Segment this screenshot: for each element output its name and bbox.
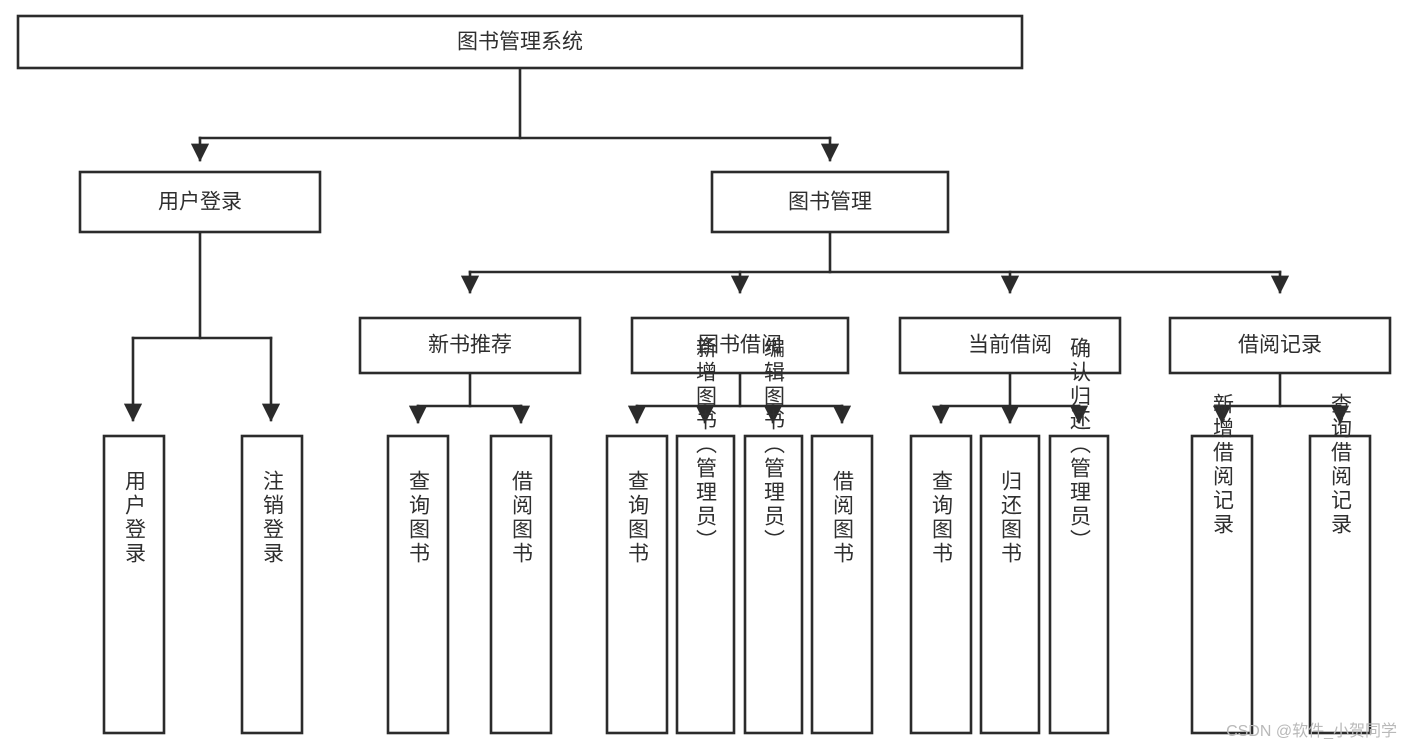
node-leaf-query-record[interactable]: 查询借阅记录: [1308, 393, 1372, 735]
node-user-login-label: 用户登录: [158, 191, 242, 214]
node-user-login-box[interactable]: [78, 170, 322, 234]
edge-bookmgmt-to-level3: [460, 230, 1290, 294]
node-leaf-query-book-3-box[interactable]: [909, 434, 973, 735]
edge-newbook-to-leaves: [408, 371, 531, 424]
node-book-management-box[interactable]: [710, 170, 950, 234]
node-leaf-edit-book[interactable]: 编辑图书（管理员）: [743, 337, 804, 735]
node-leaf-borrow-book-1[interactable]: 借阅图书: [489, 434, 553, 735]
node-leaf-query-book-2-label: 查询图书: [626, 470, 650, 566]
node-user-login[interactable]: 用户登录: [78, 170, 322, 234]
node-book-management[interactable]: 图书管理: [710, 170, 950, 234]
node-leaf-confirm-return-label: 确认归还（管理员）: [1068, 337, 1092, 553]
node-borrow-record-label: 借阅记录: [1238, 334, 1322, 357]
node-root[interactable]: 图书管理系统: [16, 14, 1024, 70]
node-leaf-query-record-label: 查询借阅记录: [1329, 393, 1353, 537]
node-leaf-query-book-3-label: 查询图书: [930, 470, 954, 566]
node-borrow-record-box[interactable]: [1168, 316, 1392, 375]
node-leaf-borrow-book-2-label: 借阅图书: [831, 470, 855, 566]
node-leaf-return-book[interactable]: 归还图书: [979, 434, 1041, 735]
edge-bookborrow-to-leaves: [627, 371, 852, 424]
node-leaf-add-record-box[interactable]: [1190, 434, 1254, 735]
node-new-book-recommend-label: 新书推荐: [428, 334, 512, 357]
node-leaf-return-book-box[interactable]: [979, 434, 1041, 735]
node-leaf-query-book-1-box[interactable]: [386, 434, 450, 735]
node-leaf-query-book-2-box[interactable]: [605, 434, 669, 735]
node-leaf-borrow-book-1-label: 借阅图书: [510, 470, 534, 566]
node-leaf-confirm-return-box[interactable]: [1048, 434, 1110, 735]
node-current-borrow[interactable]: 当前借阅: [898, 316, 1122, 375]
node-leaf-add-book[interactable]: 新增图书（管理员）: [675, 337, 736, 735]
node-root-box[interactable]: [16, 14, 1024, 70]
node-leaf-add-record[interactable]: 新增借阅记录: [1190, 393, 1254, 735]
node-leaf-borrow-book-2[interactable]: 借阅图书: [810, 434, 874, 735]
node-new-book-recommend-box[interactable]: [358, 316, 582, 375]
node-leaf-borrow-book-2-box[interactable]: [810, 434, 874, 735]
node-current-borrow-box[interactable]: [898, 316, 1122, 375]
node-book-borrow-label: 图书借阅: [698, 334, 782, 357]
node-leaf-add-book-label: 新增图书（管理员）: [694, 337, 718, 553]
node-new-book-recommend[interactable]: 新书推荐: [358, 316, 582, 375]
watermark-label: CSDN @软件_小贺同学: [1226, 723, 1397, 740]
node-leaf-add-book-box[interactable]: [675, 434, 736, 735]
node-book-borrow-box[interactable]: [630, 316, 850, 375]
node-leaf-query-book-1[interactable]: 查询图书: [386, 434, 450, 735]
edge-root-to-level2: [190, 66, 840, 162]
node-leaf-logout-label: 注销登录: [261, 470, 285, 566]
node-leaf-logout[interactable]: 注销登录: [240, 434, 304, 735]
node-leaf-query-book-3[interactable]: 查询图书: [909, 434, 973, 735]
node-leaf-edit-book-box[interactable]: [743, 434, 804, 735]
node-leaf-query-book-2[interactable]: 查询图书: [605, 434, 669, 735]
node-leaf-user-login-label: 用户登录: [123, 470, 147, 566]
node-leaf-return-book-label: 归还图书: [999, 470, 1023, 566]
node-leaf-query-book-1-label: 查询图书: [407, 470, 431, 566]
node-leaf-user-login[interactable]: 用户登录: [102, 434, 166, 735]
node-book-borrow[interactable]: 图书借阅: [630, 316, 850, 375]
node-leaf-logout-box[interactable]: [240, 434, 304, 735]
node-leaf-borrow-book-1-box[interactable]: [489, 434, 553, 735]
node-borrow-record[interactable]: 借阅记录: [1168, 316, 1392, 375]
node-leaf-add-record-label: 新增借阅记录: [1211, 393, 1235, 537]
node-leaf-edit-book-label: 编辑图书（管理员）: [762, 337, 786, 553]
node-current-borrow-label: 当前借阅: [968, 334, 1052, 357]
edge-borrowrecord-to-leaves: [1212, 371, 1350, 424]
edge-currentborrow-to-leaves: [931, 371, 1089, 424]
node-book-management-label: 图书管理: [788, 191, 872, 214]
node-leaf-user-login-box[interactable]: [102, 434, 166, 735]
node-leaf-confirm-return[interactable]: 确认归还（管理员）: [1048, 337, 1110, 735]
node-root-label: 图书管理系统: [457, 31, 583, 54]
edge-userlogin-to-leaves: [123, 230, 281, 422]
node-leaf-query-record-box[interactable]: [1308, 434, 1372, 735]
